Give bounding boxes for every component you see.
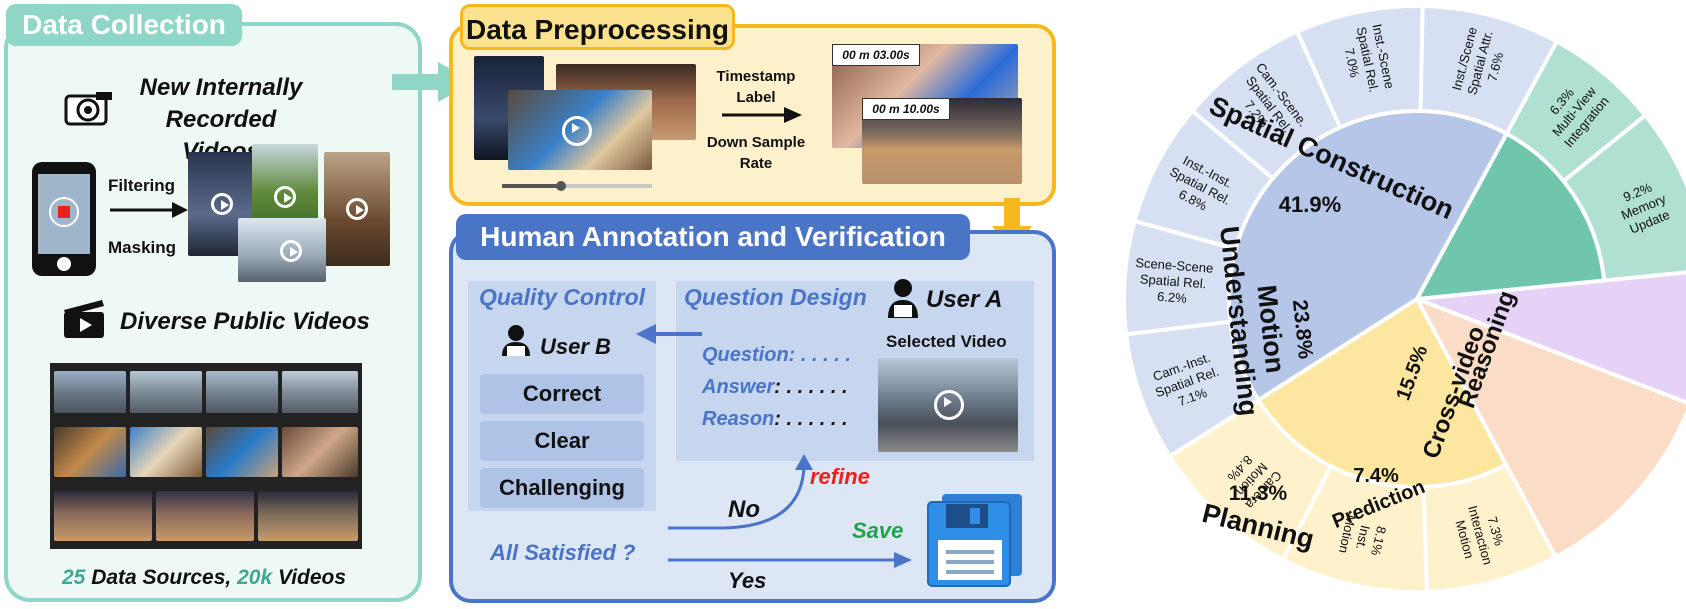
sources-count: 25: [62, 566, 86, 589]
internal-video-thumb-lobby: [238, 218, 326, 282]
outer-label-line: 6.2%: [1157, 289, 1188, 306]
outer-label-inst: 8.1%Inst.Motion: [1336, 513, 1389, 558]
answer-label: Answer: [702, 376, 775, 398]
clapperboard-icon: [64, 300, 104, 338]
criterion-clear: Clear: [480, 421, 644, 461]
outer-label-line: 7.0%: [1342, 47, 1363, 79]
question-field: Question: . . . . .: [702, 344, 851, 366]
outer-label-line: Scene-Scene: [1135, 255, 1214, 276]
value-planning: 11.3%: [1229, 482, 1288, 505]
save-label: Save: [852, 518, 904, 543]
user-b-label: User B: [540, 334, 611, 359]
reason-field: Reason: . . . . . .: [702, 408, 848, 431]
design-to-quality-arrow: [636, 324, 702, 344]
video-progress-track: [502, 184, 652, 188]
videos-count: 20k: [237, 566, 273, 589]
outer-label-line: 7.6%: [1484, 50, 1506, 83]
video-progress-handle[interactable]: [556, 181, 566, 191]
timestamp-badge-1: 00 m 03.00s: [832, 44, 920, 66]
selected-video-label: Selected Video: [886, 332, 1007, 351]
value-prediction: 7.4%: [1353, 465, 1399, 487]
user-b-icon: [502, 325, 530, 356]
timestamp-label-line2: Label: [736, 89, 776, 106]
internal-video-thumb-garden: [252, 144, 318, 232]
play-icon: [280, 240, 302, 262]
no-label: No: [728, 496, 760, 523]
answer-dots: : . . . . . .: [774, 376, 848, 398]
phone-recording-icon: [32, 162, 96, 276]
videos-text: Videos: [272, 566, 347, 589]
data-collection-title: Data Collection: [6, 4, 242, 46]
internal-videos-line2: Recorded Videos: [165, 106, 277, 165]
outer-label-line: 8.1%: [1368, 525, 1389, 558]
inner-wedge-motion-understanding: [1255, 296, 1509, 489]
value-spatial-construction: 41.9%: [1279, 192, 1341, 217]
user-a-label: User A: [926, 286, 1003, 313]
sources-text: Data Sources,: [85, 566, 238, 589]
yes-label: Yes: [728, 568, 767, 593]
timestamp-badge-2: 00 m 10.00s: [862, 98, 950, 120]
preprocess-thumb-painting: [508, 90, 652, 170]
timestamp-label-line1: Timestamp: [716, 68, 796, 85]
public-videos-label: Diverse Public Videos: [120, 308, 370, 335]
data-sources-summary: 25 Data Sources, 20k Videos: [62, 566, 346, 590]
all-satisfied-label: All Satisfied ?: [490, 540, 636, 565]
inner-wedge-cross-video-reasoning: [1413, 131, 1607, 302]
data-preprocessing-title: Data Preprocessing: [460, 4, 735, 50]
save-floppy-icon: [927, 494, 1022, 587]
answer-field: Answer: . . . . . .: [702, 376, 848, 399]
reason-dots: : . . . . . .: [774, 408, 848, 430]
play-icon: [274, 186, 296, 208]
filtering-label: Filtering: [108, 176, 176, 195]
downsample-label-line1: Down Sample: [706, 134, 806, 151]
wedge-prediction: [1416, 270, 1686, 405]
downsample-label-line2: Rate: [739, 155, 773, 172]
film-strip-basketball: [50, 483, 362, 549]
filtering-arrow: [110, 202, 188, 218]
outer-label-line: Spatial Rel.: [1139, 271, 1206, 291]
play-icon: [562, 116, 592, 146]
play-icon[interactable]: [934, 390, 964, 420]
category-sunburst-chart: Cam.-Inst.Spatial Rel.7.1%Scene-SceneSpa…: [1122, 4, 1686, 594]
criterion-challenging: Challenging: [480, 468, 644, 508]
preprocessing-arrow: [722, 107, 802, 123]
video-progress-fill: [502, 184, 560, 188]
human-annotation-title: Human Annotation and Verification: [456, 214, 970, 260]
internal-video-thumb-restaurant: [324, 152, 390, 266]
reason-label: Reason: [702, 408, 775, 430]
play-icon: [211, 193, 233, 215]
masking-label: Masking: [108, 238, 177, 257]
camera-icon: [64, 92, 112, 126]
user-a-icon: [888, 279, 918, 318]
wedge-planning: [1412, 295, 1686, 560]
criterion-correct: Correct: [480, 374, 644, 414]
film-strip-street: [50, 363, 362, 421]
selected-video-thumb[interactable]: [878, 358, 1018, 452]
outer-label-line: Inst.: [1353, 524, 1373, 551]
play-icon: [346, 198, 368, 220]
internal-videos-line1: New Internally: [139, 74, 303, 101]
question-design-label: Question Design: [684, 284, 867, 310]
feedback-arrows: [668, 454, 912, 568]
film-strip-painting: [50, 421, 362, 483]
quality-control-label: Quality Control: [478, 284, 646, 310]
refine-label: refine: [810, 464, 870, 489]
inner-wedge-spatial-construction: [1227, 109, 1510, 403]
